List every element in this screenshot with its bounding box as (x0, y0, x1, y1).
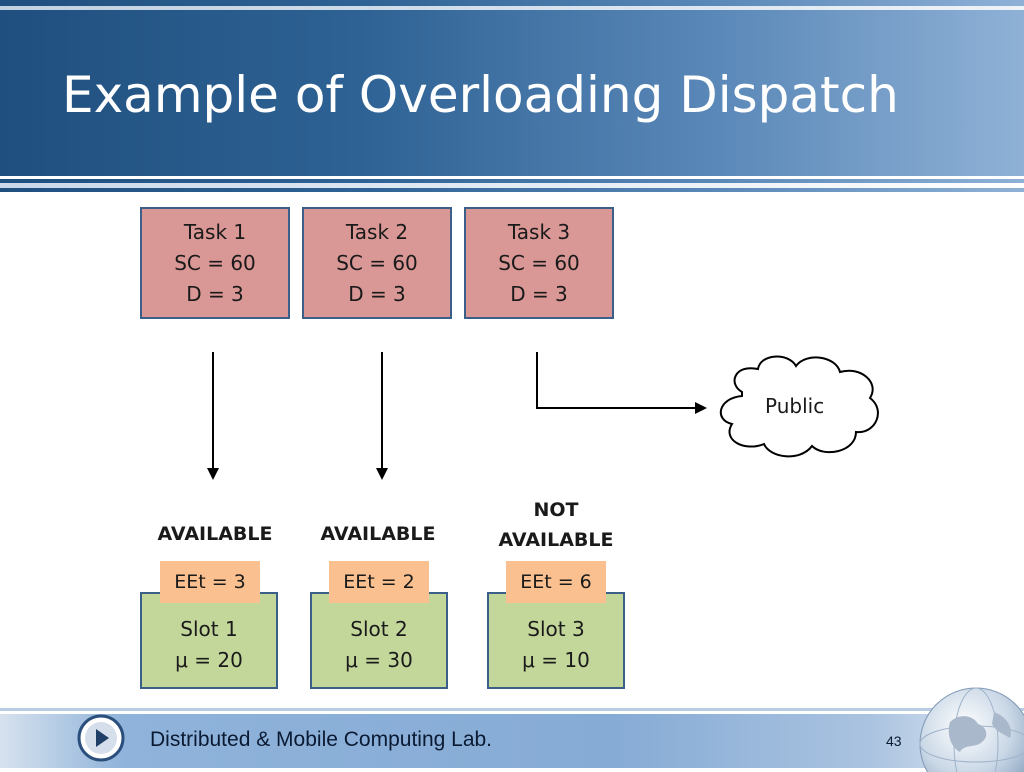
slot-mu: μ = 30 (345, 647, 413, 672)
task-box-1: Task 1 SC = 60 D = 3 (140, 207, 290, 319)
slot-box-3: Slot 3 μ = 10 (487, 592, 625, 689)
slide-footer (0, 708, 1024, 768)
slot1-status: AVAILABLE (157, 523, 273, 545)
task-name: Task 2 (345, 219, 409, 244)
slide-header (0, 0, 1024, 192)
task-name: Task 3 (507, 219, 571, 244)
slot-box-2: Slot 2 μ = 30 (310, 592, 448, 689)
slot3-status-line1: NOT (533, 499, 579, 521)
footer-band (0, 714, 1024, 768)
header-divider-2 (0, 183, 1024, 188)
task-box-2: Task 2 SC = 60 D = 3 (302, 207, 452, 319)
play-icon[interactable] (76, 713, 126, 763)
slot1-eet: EEt = 3 (160, 561, 260, 603)
slot2-eet: EEt = 2 (329, 561, 429, 603)
task-box-3: Task 3 SC = 60 D = 3 (464, 207, 614, 319)
task-name: Task 1 (183, 219, 247, 244)
slot3-eet: EEt = 6 (506, 561, 606, 603)
globe-icon (919, 687, 1024, 772)
slot3-status-line2: AVAILABLE (498, 529, 614, 551)
footer-line (0, 708, 1024, 711)
slot-name: Slot 1 (180, 616, 238, 641)
slot-mu: μ = 20 (175, 647, 243, 672)
task-d: D = 3 (510, 281, 568, 306)
slot-mu: μ = 10 (522, 647, 590, 672)
slot-name: Slot 2 (350, 616, 408, 641)
slot3-status: NOT AVAILABLE (488, 495, 624, 555)
task-sc: SC = 60 (498, 250, 580, 275)
task-d: D = 3 (186, 281, 244, 306)
cloud-icon (719, 355, 879, 458)
task-sc: SC = 60 (174, 250, 256, 275)
task-sc: SC = 60 (336, 250, 418, 275)
header-top-line (0, 6, 1024, 10)
public-cloud-label: Public (765, 394, 825, 418)
slide-title: Example of Overloading Dispatch (62, 66, 899, 124)
footer-lab-name: Distributed & Mobile Computing Lab. (150, 728, 493, 751)
task-d: D = 3 (348, 281, 406, 306)
page-number: 43 (886, 733, 902, 749)
header-divider (0, 176, 1024, 179)
slot-name: Slot 3 (527, 616, 585, 641)
slot-box-1: Slot 1 μ = 20 (140, 592, 278, 689)
slot2-status: AVAILABLE (320, 523, 436, 545)
arrow-task3-public (536, 352, 707, 414)
